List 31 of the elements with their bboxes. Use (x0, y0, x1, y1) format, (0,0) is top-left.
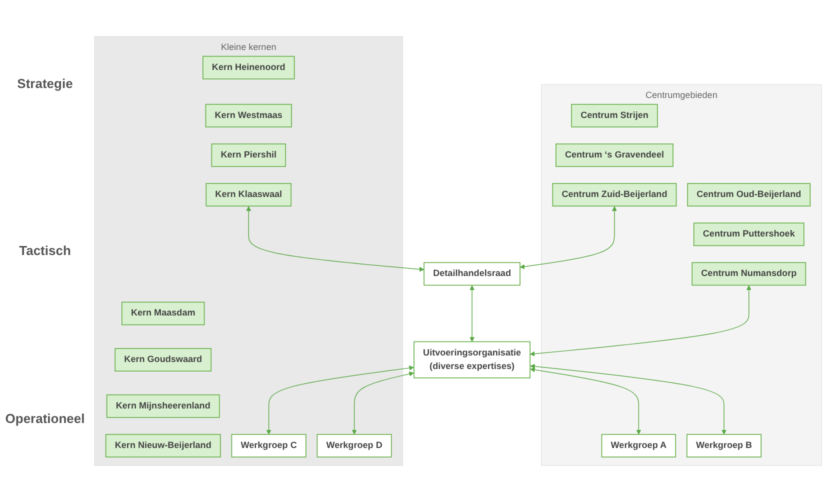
node-box: Kern Heinenoord (202, 56, 295, 80)
node-box: Werkgroep C (231, 434, 306, 458)
node-box: Kern Maasdam (121, 302, 205, 326)
row-label: Tactisch (19, 243, 71, 258)
row-label: Operationeel (5, 410, 85, 426)
node-box: Kern Nieuw-Beijerland (105, 434, 221, 458)
node-box: Kern Klaaswaal (206, 183, 292, 206)
arrow (246, 206, 424, 272)
node-box: Centrum ‘s Gravendeel (556, 143, 674, 167)
arrow (352, 372, 414, 435)
node-box: Centrum Puttershoek (693, 222, 804, 246)
arrow (520, 206, 617, 270)
node-box: Centrum Zuid-Beijerland (552, 183, 677, 206)
node-box: Centrum Strijen (571, 104, 658, 128)
node-box: Kern Goudswaard (114, 348, 212, 372)
node-box: Kern Mijnsheerenland (106, 394, 220, 418)
node-box: Werkgroep B (686, 434, 762, 458)
node-box: Werkgroep D (316, 434, 392, 458)
arrow (530, 285, 752, 356)
node-box: Kern Piershil (211, 143, 286, 167)
node-box: Detailhandelsraad (424, 262, 520, 286)
node-box: Kern Westmaas (205, 104, 292, 128)
arrow (530, 367, 642, 435)
row-label: Strategie (17, 76, 73, 92)
arrow (470, 285, 475, 342)
node-box: Werkgroep A (601, 434, 676, 458)
arrow (266, 366, 414, 435)
arrow (530, 364, 726, 435)
node-box: Centrum Oud-Beijerland (687, 183, 811, 206)
node-box: Centrum Numansdorp (692, 262, 806, 286)
node-box: Uitvoeringsorganisatie (diverse expertises) (414, 341, 530, 378)
